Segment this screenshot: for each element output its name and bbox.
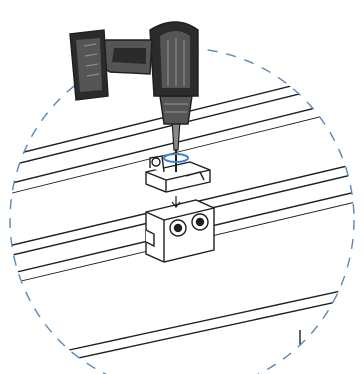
rail-posts — [300, 322, 336, 374]
drill-icon — [70, 22, 198, 124]
rail-lower — [60, 286, 364, 362]
clamp-block — [146, 200, 214, 262]
